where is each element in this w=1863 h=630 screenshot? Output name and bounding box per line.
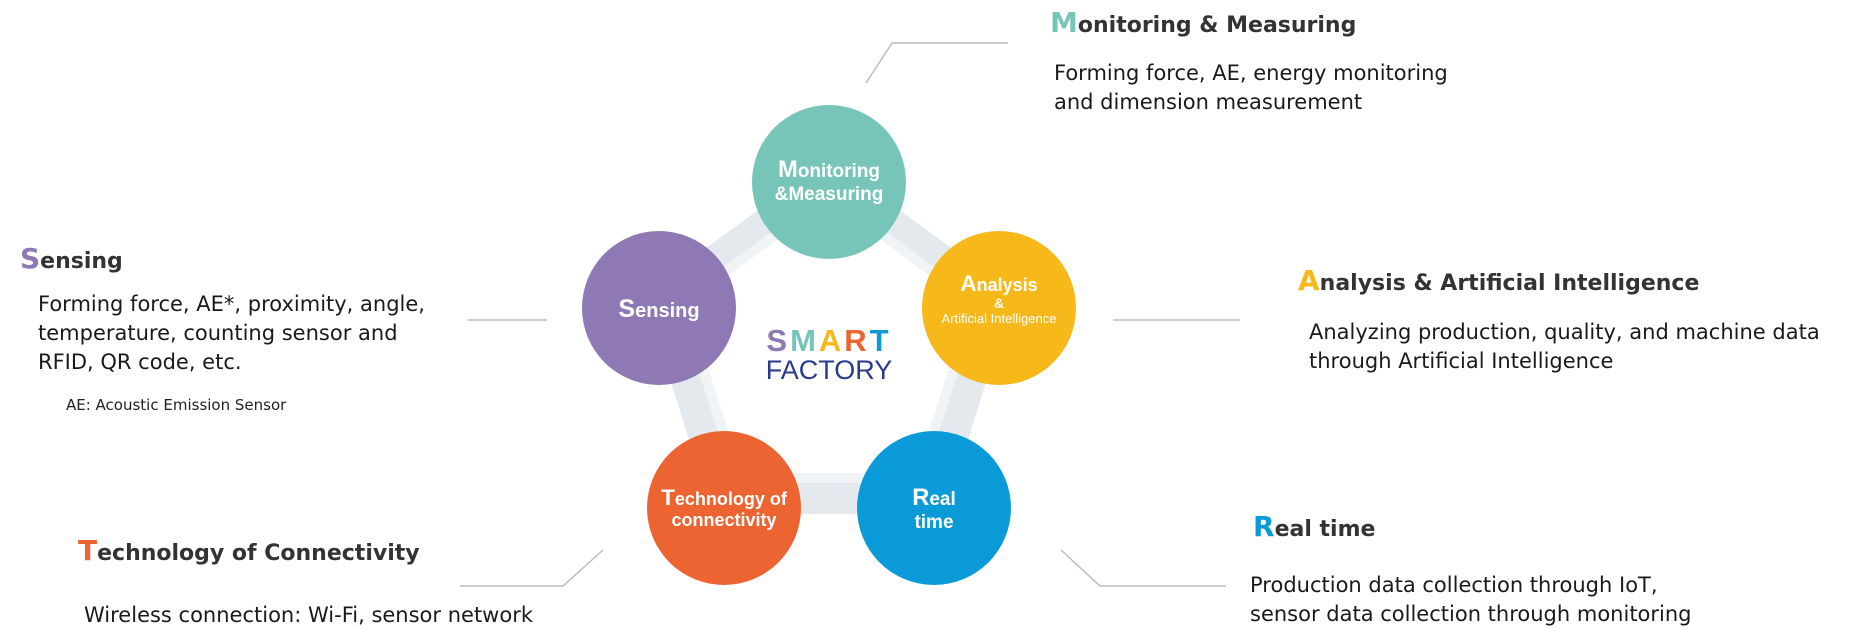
node-realtime-line1: eal [929,489,956,510]
node-analysis: Analysis & Artificial Intelligence [919,271,1079,326]
sensing-title: Sensing [20,242,123,275]
technology-description: Wireless connection: Wi-Fi, sensor netwo… [84,601,533,630]
realtime-title: Real time [1253,510,1375,543]
logo-smart: SMART [744,323,914,358]
connector-realtime [1060,549,1226,587]
technology-title-initial: T [78,534,98,567]
realtime-title-text: eal time [1274,517,1376,542]
logo-letter-m: M [790,323,819,358]
node-analysis-line3: Artificial Intelligence [941,310,1057,326]
sensing-title-text: ensing [40,249,123,274]
analysis-title: Analysis & Artificial Intelligence [1298,264,1699,297]
sensing-desc-line-2: temperature, counting sensor and [38,321,398,345]
sensing-footnote: AE: Acoustic Emission Sensor [66,396,287,414]
logo-factory: FACTORY [765,355,893,385]
monitoring-title-initial: M [1050,6,1078,39]
node-technology-line2: connectivity [671,510,777,531]
analysis-description: Analyzing production, quality, and machi… [1309,318,1820,376]
node-circle-sensing [582,231,736,385]
realtime-desc-line-2: sensor data collection through monitorin… [1250,602,1692,626]
node-technology-line1: echnology of [674,489,787,509]
technology-desc-line-1: Wireless connection: Wi-Fi, sensor netwo… [84,603,533,627]
node-circle-analysis [922,231,1076,385]
monitoring-title: Monitoring & Measuring [1050,6,1356,39]
node-analysis-initial: A [960,271,977,296]
connector-technology [460,549,604,587]
analysis-title-initial: A [1298,264,1320,297]
node-monitoring-line1: onitoring [797,161,881,182]
node-realtime-line2: time [914,511,954,533]
monitoring-desc-line-1: Forming force, AE, energy monitoring [1054,61,1448,85]
node-technology-initial: T [661,485,675,510]
technology-title: Technology of Connectivity [78,534,420,567]
node-monitoring: Monitoring &Measuring [754,156,904,205]
node-sensing-initial: S [618,295,636,323]
node-analysis-line1: nalysis [976,275,1038,295]
analysis-desc-line-2: through Artificial Intelligence [1309,349,1614,373]
sensing-title-initial: S [20,242,41,275]
node-circle-monitoring [752,105,906,259]
node-analysis-line2: & [993,295,1005,312]
monitoring-desc-line-2: and dimension measurement [1054,90,1363,114]
node-realtime-initial: R [912,484,930,511]
sensing-description: Forming force, AE*, proximity, angle, te… [38,290,425,377]
technology-title-text: echnology of Connectivity [97,541,420,566]
analysis-desc-line-1: Analyzing production, quality, and machi… [1309,320,1820,344]
logo-letter-t: T [869,323,892,358]
sensing-desc-line-3: RFID, QR code, etc. [38,350,242,374]
node-circle-realtime [857,431,1011,585]
node-circle-technology [647,431,801,585]
realtime-desc-line-1: Production data collection through IoT, [1250,573,1658,597]
sensing-desc-line-1: Forming force, AE*, proximity, angle, [38,292,425,316]
node-realtime: Real time [864,484,1004,533]
node-monitoring-line2: &Measuring [774,183,884,205]
realtime-description: Production data collection through IoT, … [1250,571,1692,629]
monitoring-description: Forming force, AE, energy monitoring and… [1054,59,1448,117]
monitoring-title-text: onitoring & Measuring [1077,13,1357,38]
logo-letter-s: S [766,323,791,358]
node-monitoring-initial: M [777,156,798,183]
node-sensing: Sensing [584,295,734,323]
node-technology: Technology of connectivity [644,485,804,530]
analysis-title-text: nalysis & Artificial Intelligence [1319,271,1700,296]
logo-letter-a: A [818,323,845,358]
node-sensing-line1: ensing [635,300,700,322]
realtime-title-initial: R [1253,510,1275,543]
connector-monitoring [865,42,1008,84]
logo-letter-r: R [844,323,870,358]
smart-factory-logo: SMART FACTORY [744,323,914,385]
